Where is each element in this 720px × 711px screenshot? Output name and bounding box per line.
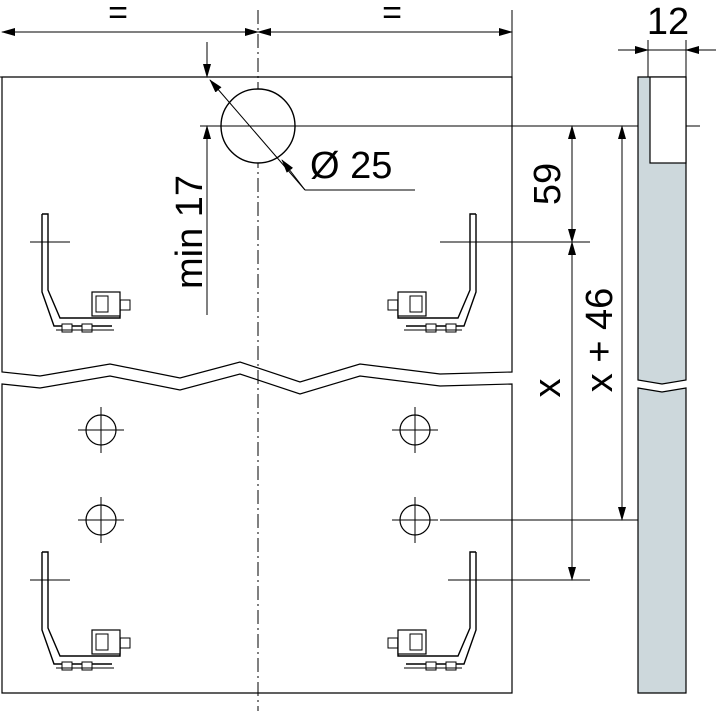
small-hole (78, 497, 124, 543)
hinge-clip-upper-right (387, 213, 488, 333)
strip-bore (649, 76, 687, 164)
small-hole (392, 407, 438, 453)
small-hole (78, 407, 124, 453)
side-strip: 12 (618, 1, 716, 694)
hinge-clip-upper-left (30, 213, 131, 333)
diameter-leader-arrow (281, 159, 306, 191)
hinge-clip-lower-right (387, 551, 488, 671)
strip-lower (637, 387, 687, 694)
dim-x-label: x (527, 379, 569, 398)
small-holes (78, 407, 438, 543)
panel-lower (1, 373, 513, 694)
right-dimensions: 59 x x + 46 (440, 125, 640, 581)
hinge-clip-lower-left (30, 551, 131, 671)
min17-dimension: min 17 (169, 42, 211, 315)
top-dimension: = = (1, 0, 513, 36)
eq-left-label: = (108, 0, 128, 32)
diameter-label: Ø 25 (310, 145, 392, 187)
eq-right-label: = (382, 0, 402, 32)
dim-59-label: 59 (527, 163, 569, 205)
min17-label: min 17 (169, 175, 211, 289)
dim-x46-label: x + 46 (579, 288, 621, 393)
thickness-label: 12 (647, 1, 689, 43)
hole-25: Ø 25 (200, 79, 700, 191)
small-hole (392, 497, 438, 543)
